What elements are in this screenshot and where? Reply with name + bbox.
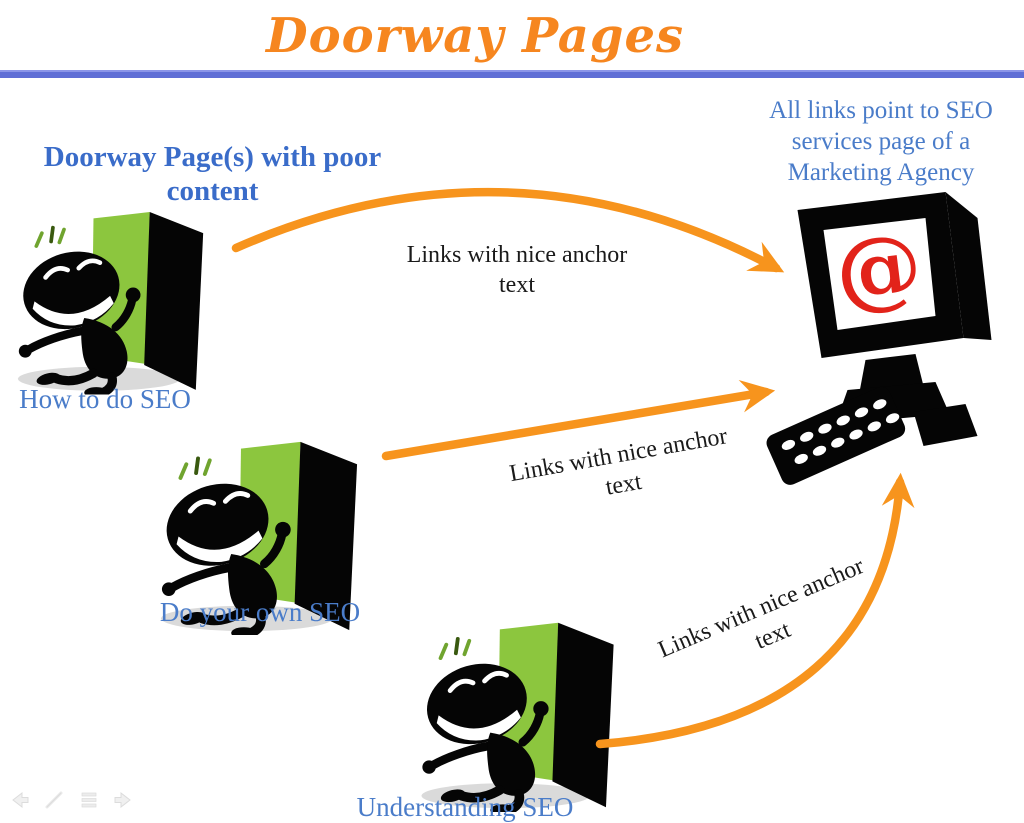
keyboard [766,386,906,485]
anchor-text-label-2: Links with nice anchor text [507,423,730,501]
title-divider [0,70,1024,78]
anchor-text-label-3: Links with nice anchor text [654,553,868,664]
at-symbol: @ [830,213,928,324]
monitor-base-step [913,404,978,446]
next-slide-button[interactable] [113,790,135,810]
door-label-how-to-do-seo: How to do SEO [19,384,191,414]
doorway-pages-heading: Doorway Page(s) with poor content [43,141,382,207]
page-title: Doorway Pages [266,8,684,64]
presenter-toolbar [8,788,148,812]
door-label-do-your-own-seo: Do your own SEO [159,597,361,627]
door-label-understanding-seo: Understanding SEO [356,792,574,822]
target-note: All links point to SEO services page of … [769,97,993,186]
previous-slide-button[interactable] [8,790,30,810]
monitor-screen [823,218,936,330]
doorway-figure-understanding-seo [398,616,638,812]
menu-button[interactable] [78,790,100,810]
doorway-figure-how-to-do-seo [5,205,217,395]
computer-clipart: @ [762,188,1010,485]
monitor-side [945,192,992,340]
pen-button[interactable] [43,790,65,810]
anchor-text-label-1: Links with nice anchor text [406,242,628,298]
monitor-stand [859,354,924,392]
